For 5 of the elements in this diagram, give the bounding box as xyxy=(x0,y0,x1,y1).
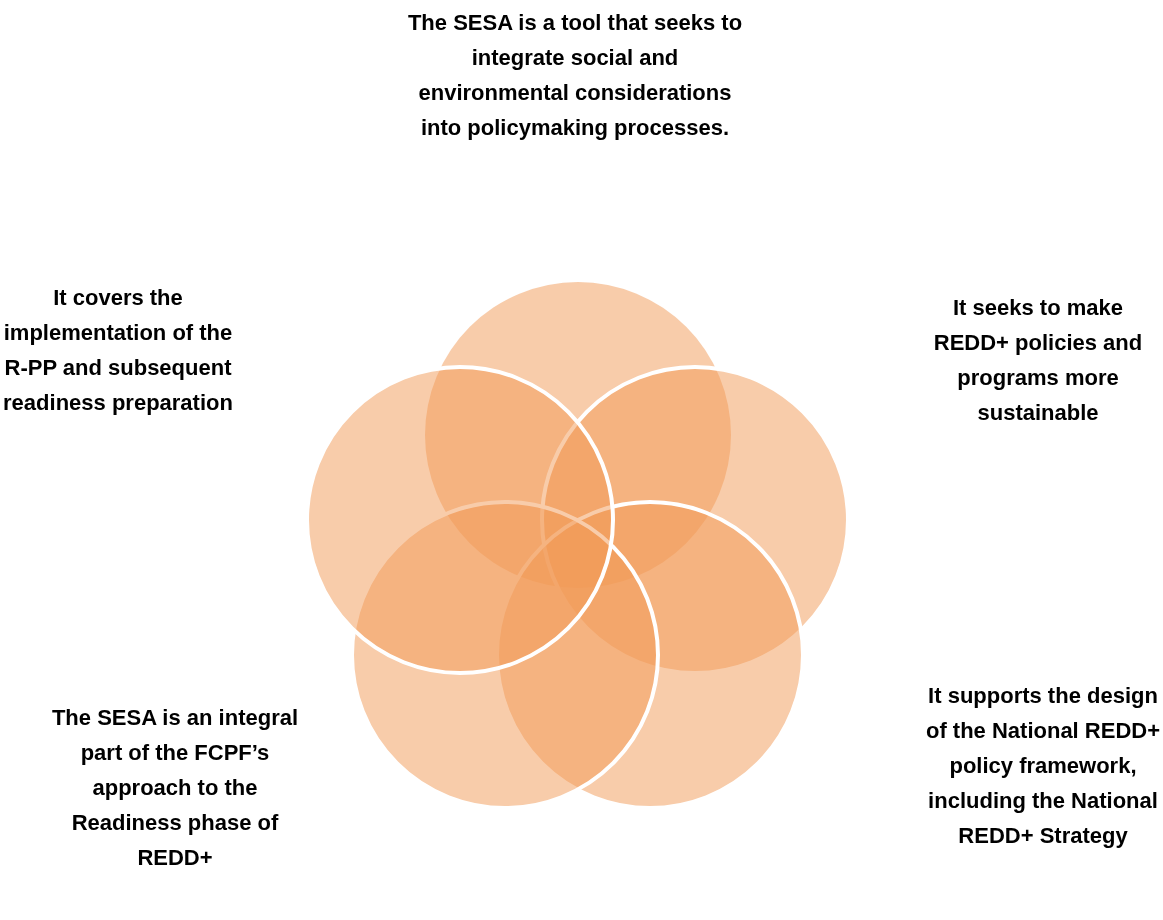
description-text: It covers the implementation of the R-PP and subsequent readiness preparation xyxy=(2,284,234,417)
description-text: The SESA is a tool that seeks to integrate social and environmental considerations into policymaking processes. xyxy=(406,9,744,142)
description-text: It seeks to make REDD+ policies and programs more sustainable xyxy=(932,294,1144,427)
description-text: It supports the design of the National REDD+ policy framework, including the National REDD+ Strategy xyxy=(925,682,1161,850)
description-text: The SESA is an integral part of the FCPF’s approach to the Readiness phase of REDD+ xyxy=(50,704,300,872)
